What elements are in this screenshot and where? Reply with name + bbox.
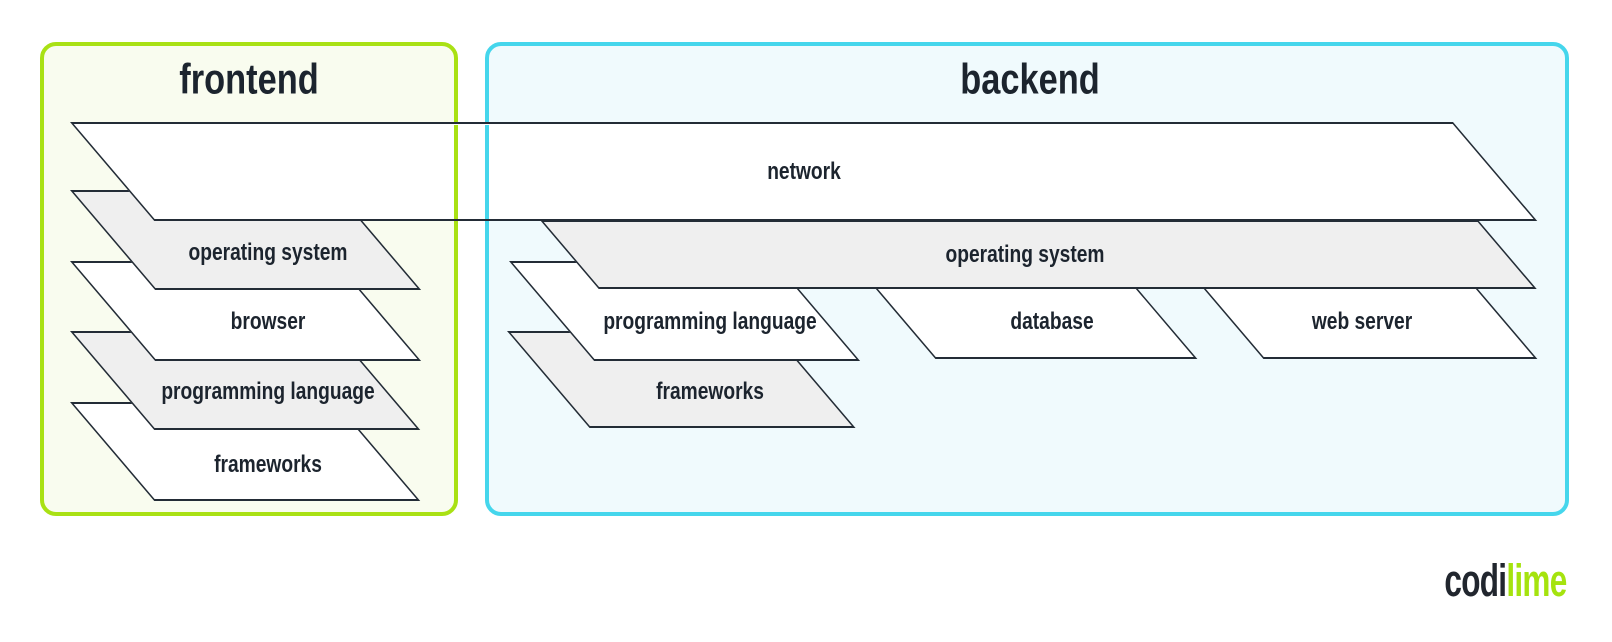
frontend-title: frontend <box>179 55 319 104</box>
backend-border-overlay <box>485 125 489 219</box>
frontend-operating-system-label: operating system <box>188 239 348 266</box>
backend-title: backend <box>960 55 1100 104</box>
logo-dark-text: codi <box>1444 555 1508 606</box>
logo-green-text: lime <box>1506 555 1568 606</box>
backend-frameworks-label: frameworks <box>656 378 764 405</box>
frontend-programming-language-label: programming language <box>161 378 375 405</box>
backend-programming-language-label: programming language <box>603 308 817 335</box>
frontend-border-overlay <box>454 125 458 219</box>
network-label: network <box>767 158 841 185</box>
backend-database-label: database <box>1010 308 1094 335</box>
backend-web-server-label: web server <box>1311 308 1413 335</box>
frontend-frameworks-label: frameworks <box>214 451 322 478</box>
backend-operating-system-label: operating system <box>945 241 1105 268</box>
codilime-logo: codilime <box>1444 555 1568 606</box>
frontend-browser-label: browser <box>230 308 306 335</box>
